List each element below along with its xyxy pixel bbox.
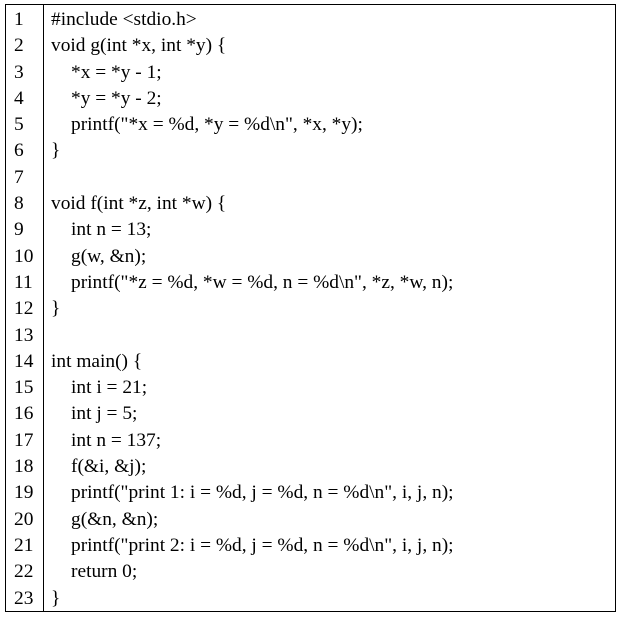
code-line bbox=[51, 323, 615, 349]
line-number: 3 bbox=[14, 61, 24, 83]
code-line: return 0; bbox=[71, 561, 138, 583]
line-number: 21 bbox=[14, 534, 34, 556]
line-number: 10 bbox=[14, 245, 34, 267]
code-line: int i = 21; bbox=[71, 377, 148, 399]
line-number: 22 bbox=[14, 561, 34, 583]
line-number: 13 bbox=[14, 324, 34, 346]
code-line: int n = 13; bbox=[71, 219, 152, 241]
code-line: int main() { bbox=[51, 350, 143, 372]
code-line: f(&i, &j); bbox=[71, 456, 147, 478]
line-number: 20 bbox=[14, 508, 34, 530]
line-number: 19 bbox=[14, 482, 34, 504]
code-line: *y = *y - 2; bbox=[71, 87, 162, 109]
code-line: printf("print 2: i = %d, j = %d, n = %d\… bbox=[71, 534, 454, 556]
code-line: void g(int *x, int *y) { bbox=[51, 35, 227, 57]
line-number: 16 bbox=[14, 403, 34, 425]
code-line: printf("*x = %d, *y = %d\n", *x, *y); bbox=[71, 114, 363, 136]
code-line: int j = 5; bbox=[71, 403, 138, 425]
line-number: 2 bbox=[14, 35, 24, 57]
line-number: 9 bbox=[14, 219, 24, 241]
code-line: } bbox=[51, 587, 61, 609]
line-number: 1 bbox=[14, 9, 24, 30]
code-line: } bbox=[51, 140, 61, 162]
line-number: 12 bbox=[14, 298, 34, 320]
line-number: 17 bbox=[14, 429, 34, 451]
code-line: void f(int *z, int *w) { bbox=[51, 193, 227, 215]
code-column: #include <stdio.h> void g(int *x, int *y)… bbox=[44, 5, 615, 611]
line-number: 8 bbox=[14, 193, 24, 215]
code-line: printf("*z = %d, *w = %d, n = %d\n", *z,… bbox=[71, 271, 454, 293]
code-line: g(&n, &n); bbox=[71, 508, 159, 530]
code-line: #include <stdio.h> bbox=[51, 9, 197, 30]
line-number: 4 bbox=[14, 87, 24, 109]
line-number: 14 bbox=[14, 350, 34, 372]
line-number: 11 bbox=[14, 271, 33, 293]
code-line bbox=[51, 165, 615, 191]
line-number: 6 bbox=[14, 140, 24, 162]
line-number: 23 bbox=[14, 587, 34, 609]
line-number: 5 bbox=[14, 114, 24, 136]
line-number: 18 bbox=[14, 456, 34, 478]
code-line: int n = 137; bbox=[71, 429, 162, 451]
code-line: } bbox=[51, 298, 61, 320]
code-line: g(w, &n); bbox=[71, 245, 147, 267]
code-line: printf("print 1: i = %d, j = %d, n = %d\… bbox=[71, 482, 454, 504]
line-number: 7 bbox=[14, 166, 24, 188]
code-line: *x = *y - 1; bbox=[71, 61, 162, 83]
line-number: 15 bbox=[14, 377, 34, 399]
